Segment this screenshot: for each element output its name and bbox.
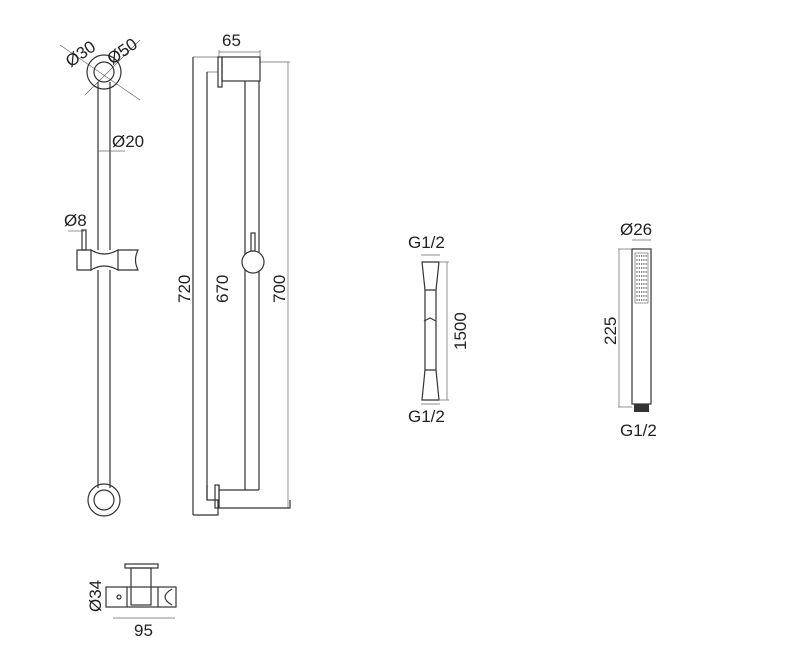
nozzle-dot [638,259,640,261]
nozzle-dot [638,279,640,281]
nozzle-dot [643,255,645,257]
nozzle-dot [643,259,645,261]
nozzle-dot [636,299,638,301]
depth-label: 65 [222,31,241,50]
nozzle-dot [640,259,643,261]
nozzle-dot [643,267,645,269]
nozzle-dot [643,275,645,277]
nozzle-dot [638,287,640,289]
nozzle-dot [640,275,643,277]
nozzle-dot [643,287,645,289]
nozzle-dot [640,279,643,281]
nozzle-dot [638,267,640,269]
nozzle-dot [645,271,647,273]
nozzle-dot [640,299,643,301]
nozzle-dot [638,291,640,293]
nozzle-dot [645,291,647,293]
center-height-label: 700 [270,275,289,303]
bracket-diameter-label: Ø34 [86,580,105,612]
hose-length-label: 1500 [451,312,470,350]
outer-diameter-label: Ø30 [62,37,99,71]
nozzle-dot [636,259,638,261]
slider-bracket-drawing: Ø34 95 [86,563,177,640]
nozzle-dot [640,255,643,257]
nozzle-dot [638,295,640,297]
rail-side-view: 65 720 670 700 [175,31,291,516]
nozzle-dot [640,263,643,265]
nozzle-dot [638,275,640,277]
nozzle-dot [636,255,638,257]
nozzle-dot [636,263,638,265]
nozzle-dot [643,271,645,273]
bracket-width-label: 95 [134,621,153,640]
nozzle-dot [645,279,647,281]
inner-height-label: 670 [213,275,232,303]
nozzle-dot [645,259,647,261]
shower-length-label: 225 [601,317,620,345]
hose-drawing: G1/2 G1/2 1500 [408,233,470,426]
hose-top-connector-label: G1/2 [408,233,445,252]
nozzle-dot [645,295,647,297]
total-height-label: 720 [175,275,194,303]
nozzle-dot [636,287,638,289]
nozzle-dot [640,267,643,269]
hose-bottom-connector-label: G1/2 [408,407,445,426]
nozzle-dot [636,283,638,285]
pipe-diameter-label: Ø20 [112,132,144,151]
shower-connector-label: G1/2 [620,421,657,440]
shower-diameter-label: Ø26 [620,220,652,239]
nozzle-dot [640,283,643,285]
nozzle-dot [643,283,645,285]
nozzle-dot [638,263,640,265]
pin-diameter-label: Ø8 [64,211,87,230]
nozzle-dot [645,283,647,285]
nozzle-dot [643,299,645,301]
nozzle-dot [643,279,645,281]
nozzle-dot [636,291,638,293]
nozzle-dot [638,255,640,257]
spray-nozzles [634,252,649,304]
nozzle-dot [638,283,640,285]
nozzle-dot [645,267,647,269]
nozzle-dot [636,279,638,281]
nozzle-dot [636,295,638,297]
nozzle-dot [645,263,647,265]
nozzle-dot [638,299,640,301]
nozzle-dot [640,287,643,289]
nozzle-dot [640,291,643,293]
nozzle-dot [636,275,638,277]
nozzle-dot [643,263,645,265]
nozzle-dot [645,275,647,277]
nozzle-dot [643,291,645,293]
nozzle-dot [643,295,645,297]
hand-shower-drawing: Ø26 225 G1/2 [601,220,657,440]
nozzle-dot [645,299,647,301]
nozzle-dot [636,271,638,273]
nozzle-dot [640,271,643,273]
nozzle-dot [645,255,647,257]
rail-front-view: Ø30 Ø50 Ø20 Ø8 [59,34,144,517]
nozzle-dot [638,271,640,273]
nozzle-dot [645,287,647,289]
nozzle-dot [636,267,638,269]
nozzle-dot [640,295,643,297]
